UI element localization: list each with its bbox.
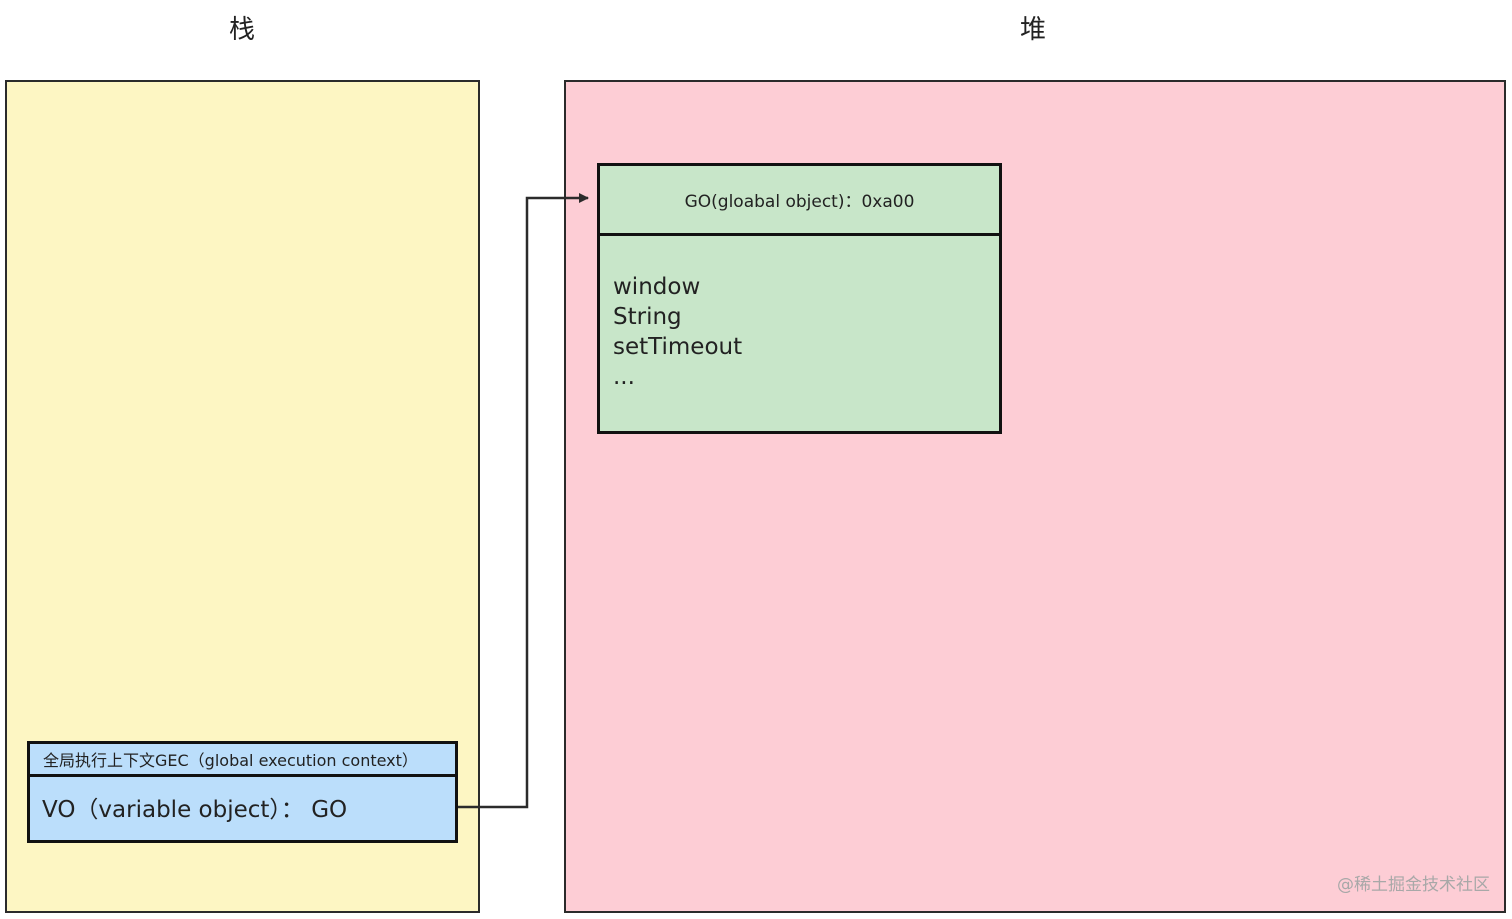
global-object-properties: window String setTimeout ... — [600, 236, 999, 392]
heap-heading: 堆 — [1019, 15, 1046, 45]
stack-heading: 栈 — [228, 15, 255, 45]
go-property-string: String — [613, 304, 682, 330]
variable-object-entry: VO（variable object）： GO — [42, 797, 348, 823]
gec-title: 全局执行上下文GEC（global execution context） — [30, 744, 455, 777]
go-property-window: window — [613, 274, 701, 300]
global-execution-context-box: 全局执行上下文GEC（global execution context） VO（… — [27, 741, 458, 843]
watermark: @稀土掘金技术社区 — [1337, 875, 1490, 895]
go-property-settimeout: setTimeout — [613, 334, 743, 360]
global-object-title: GO(gloabal object)：0xa00 — [600, 166, 999, 236]
global-object-box: GO(gloabal object)：0xa00 window String s… — [597, 163, 1002, 434]
go-property-ellipsis: ... — [613, 364, 635, 390]
